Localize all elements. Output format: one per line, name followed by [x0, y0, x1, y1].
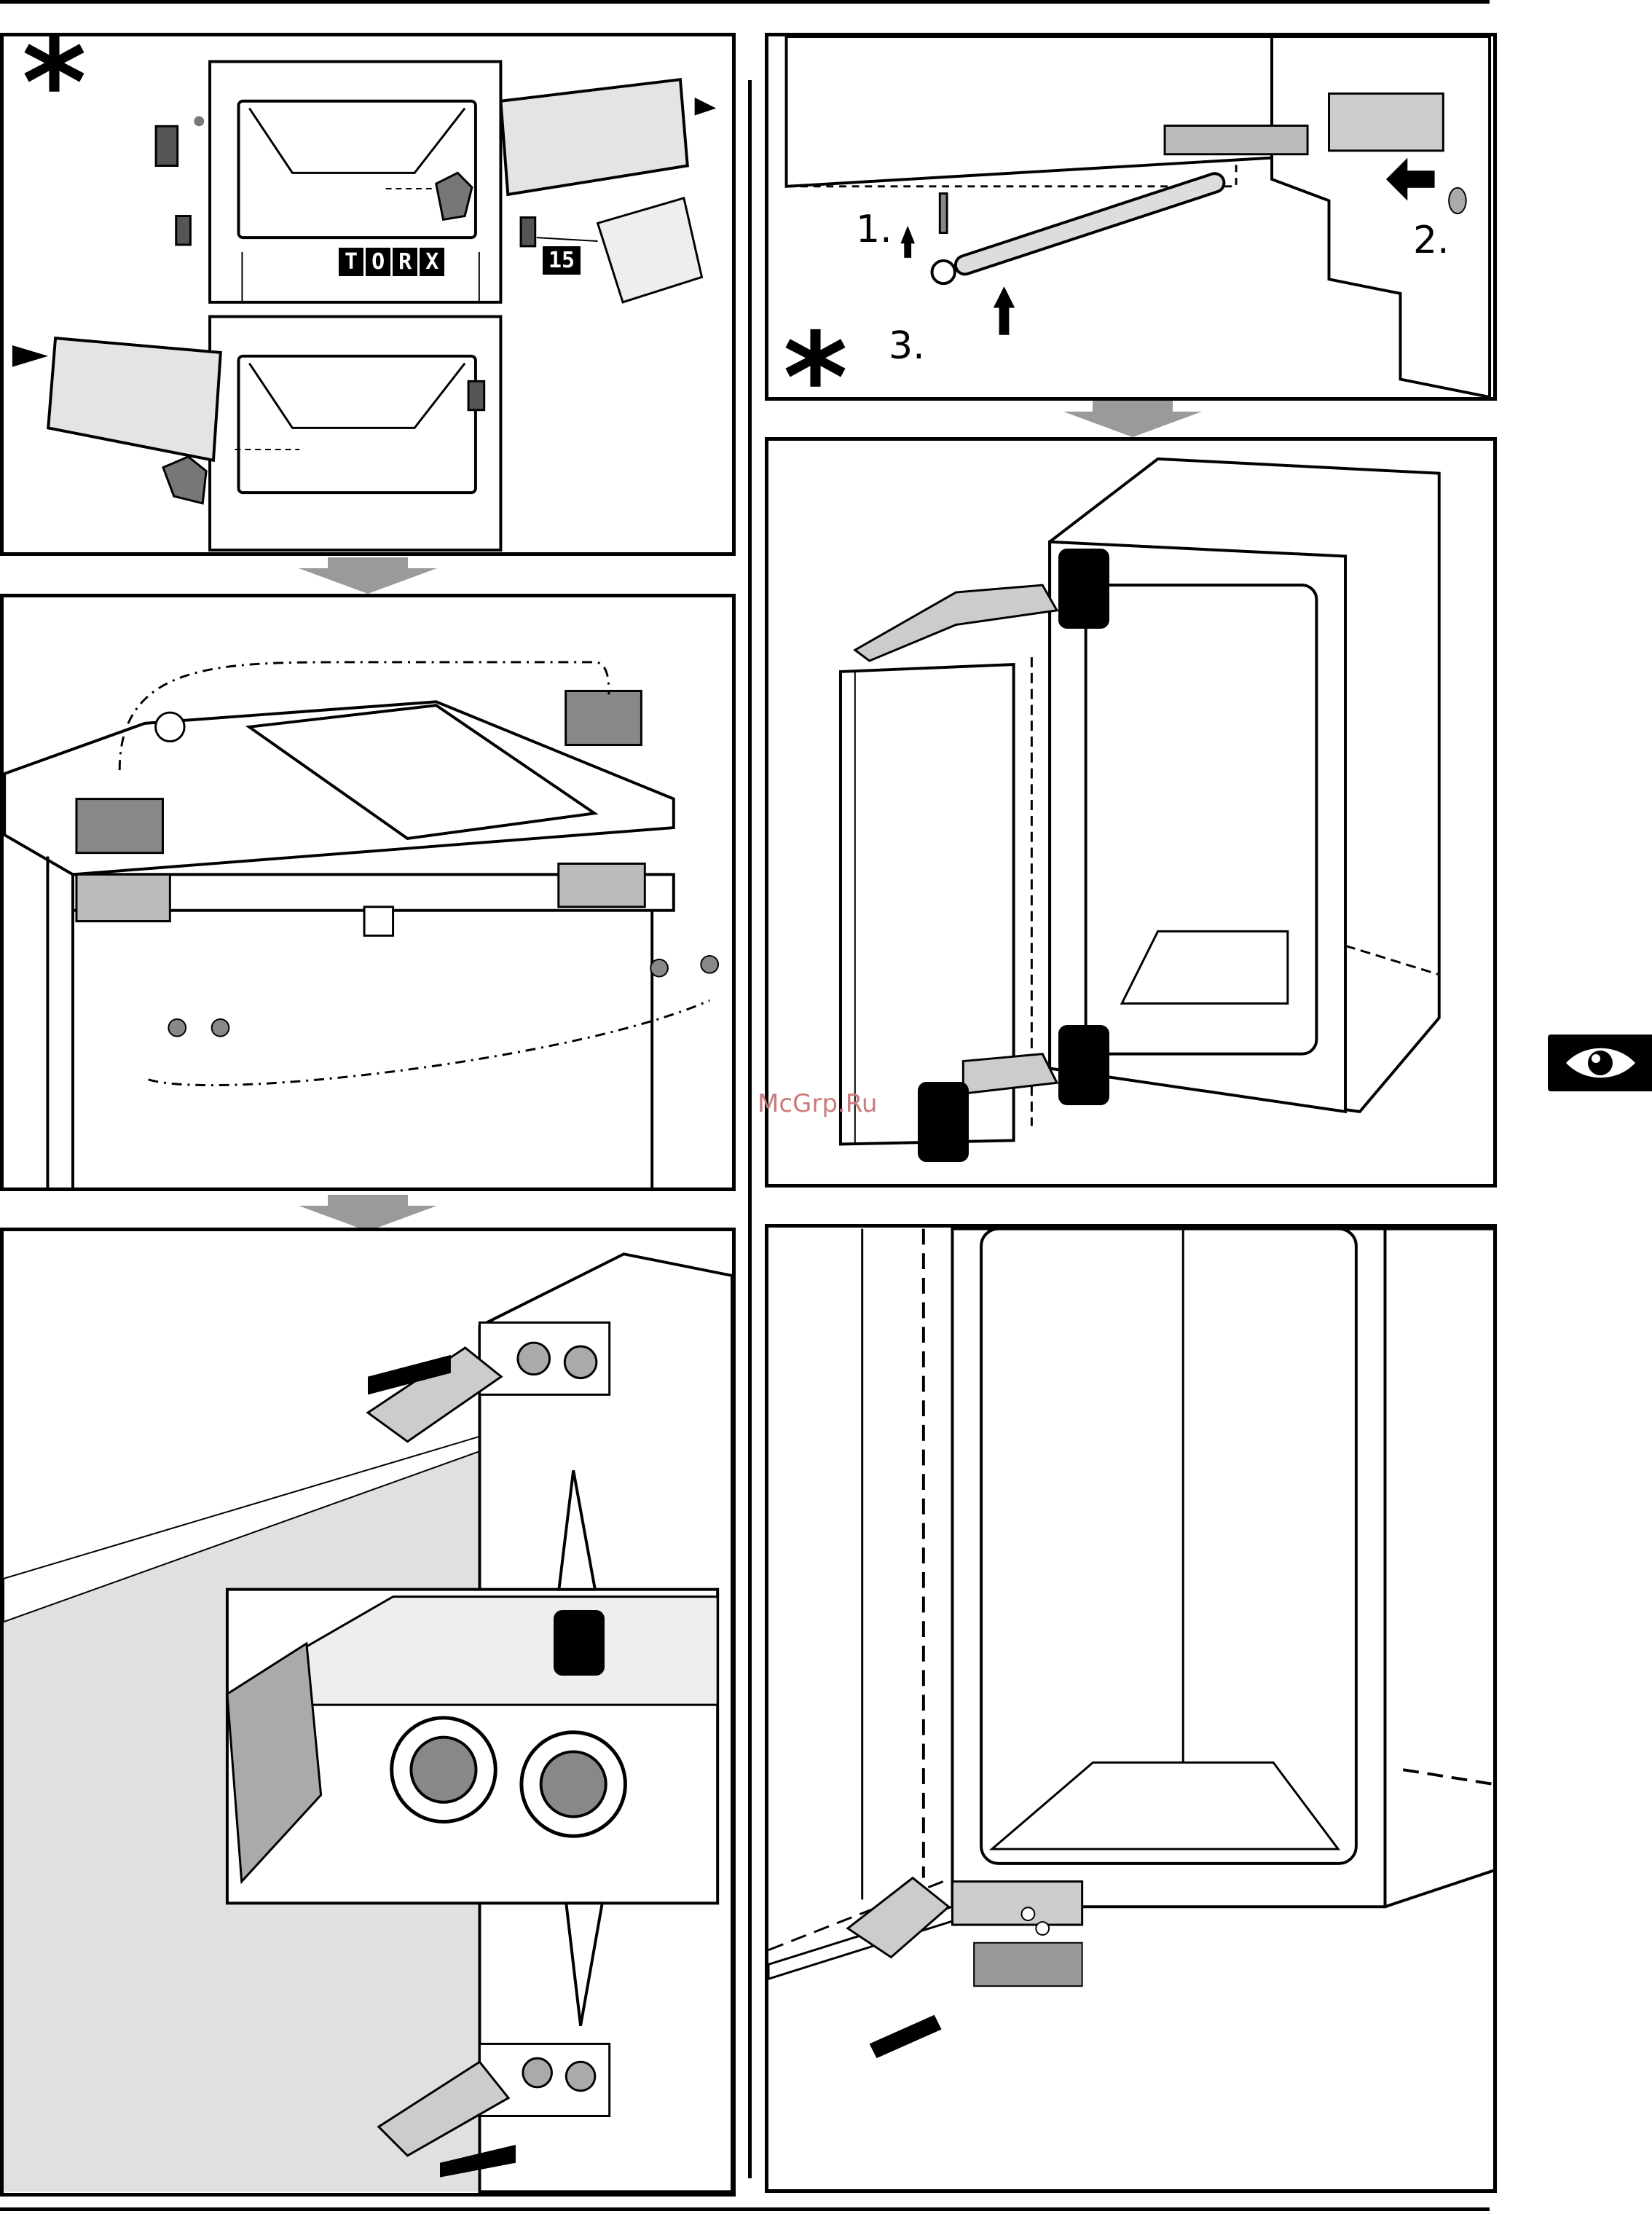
- side-tab: [1548, 1035, 1652, 1091]
- panel-3-drawing: [4, 1231, 732, 2193]
- eye-icon: [1548, 1035, 1652, 1091]
- panel-4-door-damper: 1. 2. 3. *: [765, 33, 1497, 401]
- torx-tool-label: T O R X: [339, 248, 444, 276]
- panel-6-plinth-cover: [765, 1224, 1497, 2193]
- watermark: McGrp.Ru: [758, 1089, 877, 1118]
- panel-5-drawing: [768, 441, 1493, 1184]
- optional-step-marker: *: [22, 33, 87, 146]
- panel-5-adjust-hinges: [765, 437, 1497, 1188]
- step-3-label: 3.: [889, 324, 925, 368]
- panel-1-hinge-covers: * T O R X 15: [0, 33, 736, 556]
- torx-letter-o: O: [366, 248, 390, 276]
- step-arrow-2: [299, 1195, 437, 1231]
- screwdriver-icon-door: [918, 1082, 969, 1162]
- optional-step-marker: *: [783, 317, 848, 401]
- panel-2-hinge-brackets: [0, 594, 736, 1191]
- torx-letter-x: X: [420, 248, 444, 276]
- torx-size-label: 15: [543, 246, 581, 275]
- torx-letter-r: R: [393, 248, 417, 276]
- screwdriver-icon-top: [1058, 549, 1109, 629]
- step-2-label: 2.: [1413, 219, 1450, 262]
- bottom-rule: [0, 2207, 1490, 2211]
- step-arrow-1: [299, 557, 437, 594]
- screwdriver-icon-bottom: [1058, 1025, 1109, 1105]
- torx-letter-t: T: [339, 248, 363, 276]
- panel-2-drawing: [4, 597, 732, 1188]
- screwdriver-icon: [554, 1610, 605, 1676]
- column-divider: [748, 80, 752, 2178]
- step-arrow-3: [1063, 401, 1202, 437]
- panel-6-drawing: [768, 1228, 1493, 2189]
- panel-3-mount-door: [0, 1228, 736, 2197]
- panel-1-drawing: [4, 36, 732, 552]
- top-rule: [0, 0, 1490, 4]
- step-1-label: 1.: [856, 208, 892, 251]
